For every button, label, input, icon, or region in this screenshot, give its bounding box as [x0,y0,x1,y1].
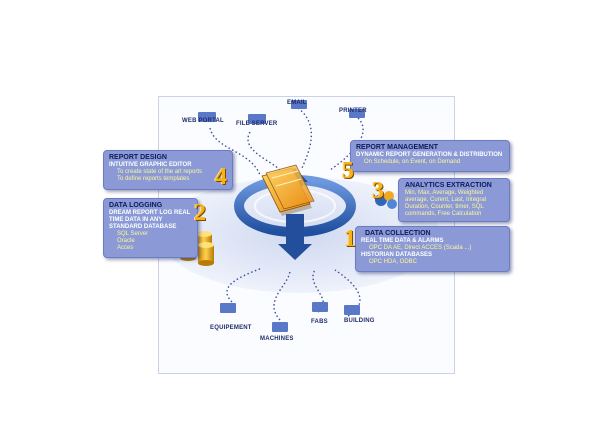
label-equipement: EQUIPEMENT [210,325,252,331]
panel-data-logging-sub-2: Oracle [117,238,135,244]
file-server-icon [248,114,266,124]
panel-analytics-sub-1: Min, Max, Average, Weighted [405,190,484,196]
label-email: EMAIL [287,100,307,106]
panel-data-logging-sub-3: Acces [117,245,134,251]
step-number-1: 1 [344,226,356,252]
panel-analytics-sub-3: Duration, Counter, timer, SQL [405,204,484,210]
panel-data-collection: DATA COLLECTION REAL TIME DATA & ALARMS … [355,226,510,272]
satellite-icons [198,100,365,332]
panel-report-management-title: REPORT MANAGEMENT [356,144,439,151]
panel-report-design-title: REPORT DESIGN [109,154,167,161]
label-fabs: FABS [311,319,328,325]
panel-analytics-sub-2: average, Curent, Last, Integral [405,197,487,203]
step-number-2: 2 [194,200,206,226]
analytics-icon [375,191,397,209]
email-icon [291,100,307,109]
panel-data-collection-line-2: HISTORIAN DATABASES [361,252,433,258]
step-number-5: 5 [342,158,354,184]
web-portal-icon [198,112,216,122]
panel-report-management-line-1: DYNAMIC REPORT GENERATION & DISTRIBUTION [356,152,503,158]
panel-report-management: REPORT MANAGEMENT DYNAMIC REPORT GENERAT… [350,140,510,172]
fabs-icon [312,302,328,312]
panel-data-collection-sub-2: OPC HDA, ODBC [369,259,418,265]
equipement-icon [220,303,236,313]
panel-data-collection-line-1: REAL TIME DATA & ALARMS [361,238,444,244]
panel-data-collection-title: DATA COLLECTION [365,230,431,237]
panel-analytics-title: ANALYTICS EXTRACTION [405,182,492,189]
panel-data-logging-sub-1: SQL Server [117,231,149,237]
panel-report-design-sub-2: To define reports templates [117,176,190,182]
panel-data-logging-line-1: DREAM REPORT LOG REAL [109,210,191,216]
panel-data-logging-title: DATA LOGGING [109,202,163,209]
panel-data-collection-sub-1: OPC DA AE, Direct ACCES (Scada ...) [369,245,472,251]
building-icon [344,305,360,315]
panel-report-design-line-1: INTUITIVE GRAPHIC EDITOR [109,162,192,168]
label-machines: MACHINES [260,336,294,342]
panel-report-design-sub-1: To create state of the art reports [117,169,203,175]
label-building: BUILDING [344,318,375,324]
panel-report-management-sub-1: On Schedule, on Event, on Demand [364,159,461,165]
label-web-portal: WEB PORTAL [182,118,224,124]
printer-icon [349,109,365,118]
label-printer: PRINTER [339,108,367,114]
panel-data-logging-line-3: STANDARD DATABASE [109,224,177,230]
step-number-3: 3 [372,178,384,204]
panel-analytics-sub-4: commands, Free Calculation [405,211,482,217]
panel-data-logging: DATA LOGGING DREAM REPORT LOG REAL TIME … [103,198,198,258]
label-file-server: FILE SERVER [236,121,278,127]
step-number-4: 4 [215,164,227,190]
panel-analytics-extraction: ANALYTICS EXTRACTION Min, Max, Average, … [398,178,510,222]
report-cards [261,164,315,216]
machines-icon [272,322,288,332]
panel-data-logging-line-2: TIME DATA IN ANY [109,217,163,223]
panel-report-design: REPORT DESIGN INTUITIVE GRAPHIC EDITOR T… [103,150,233,190]
